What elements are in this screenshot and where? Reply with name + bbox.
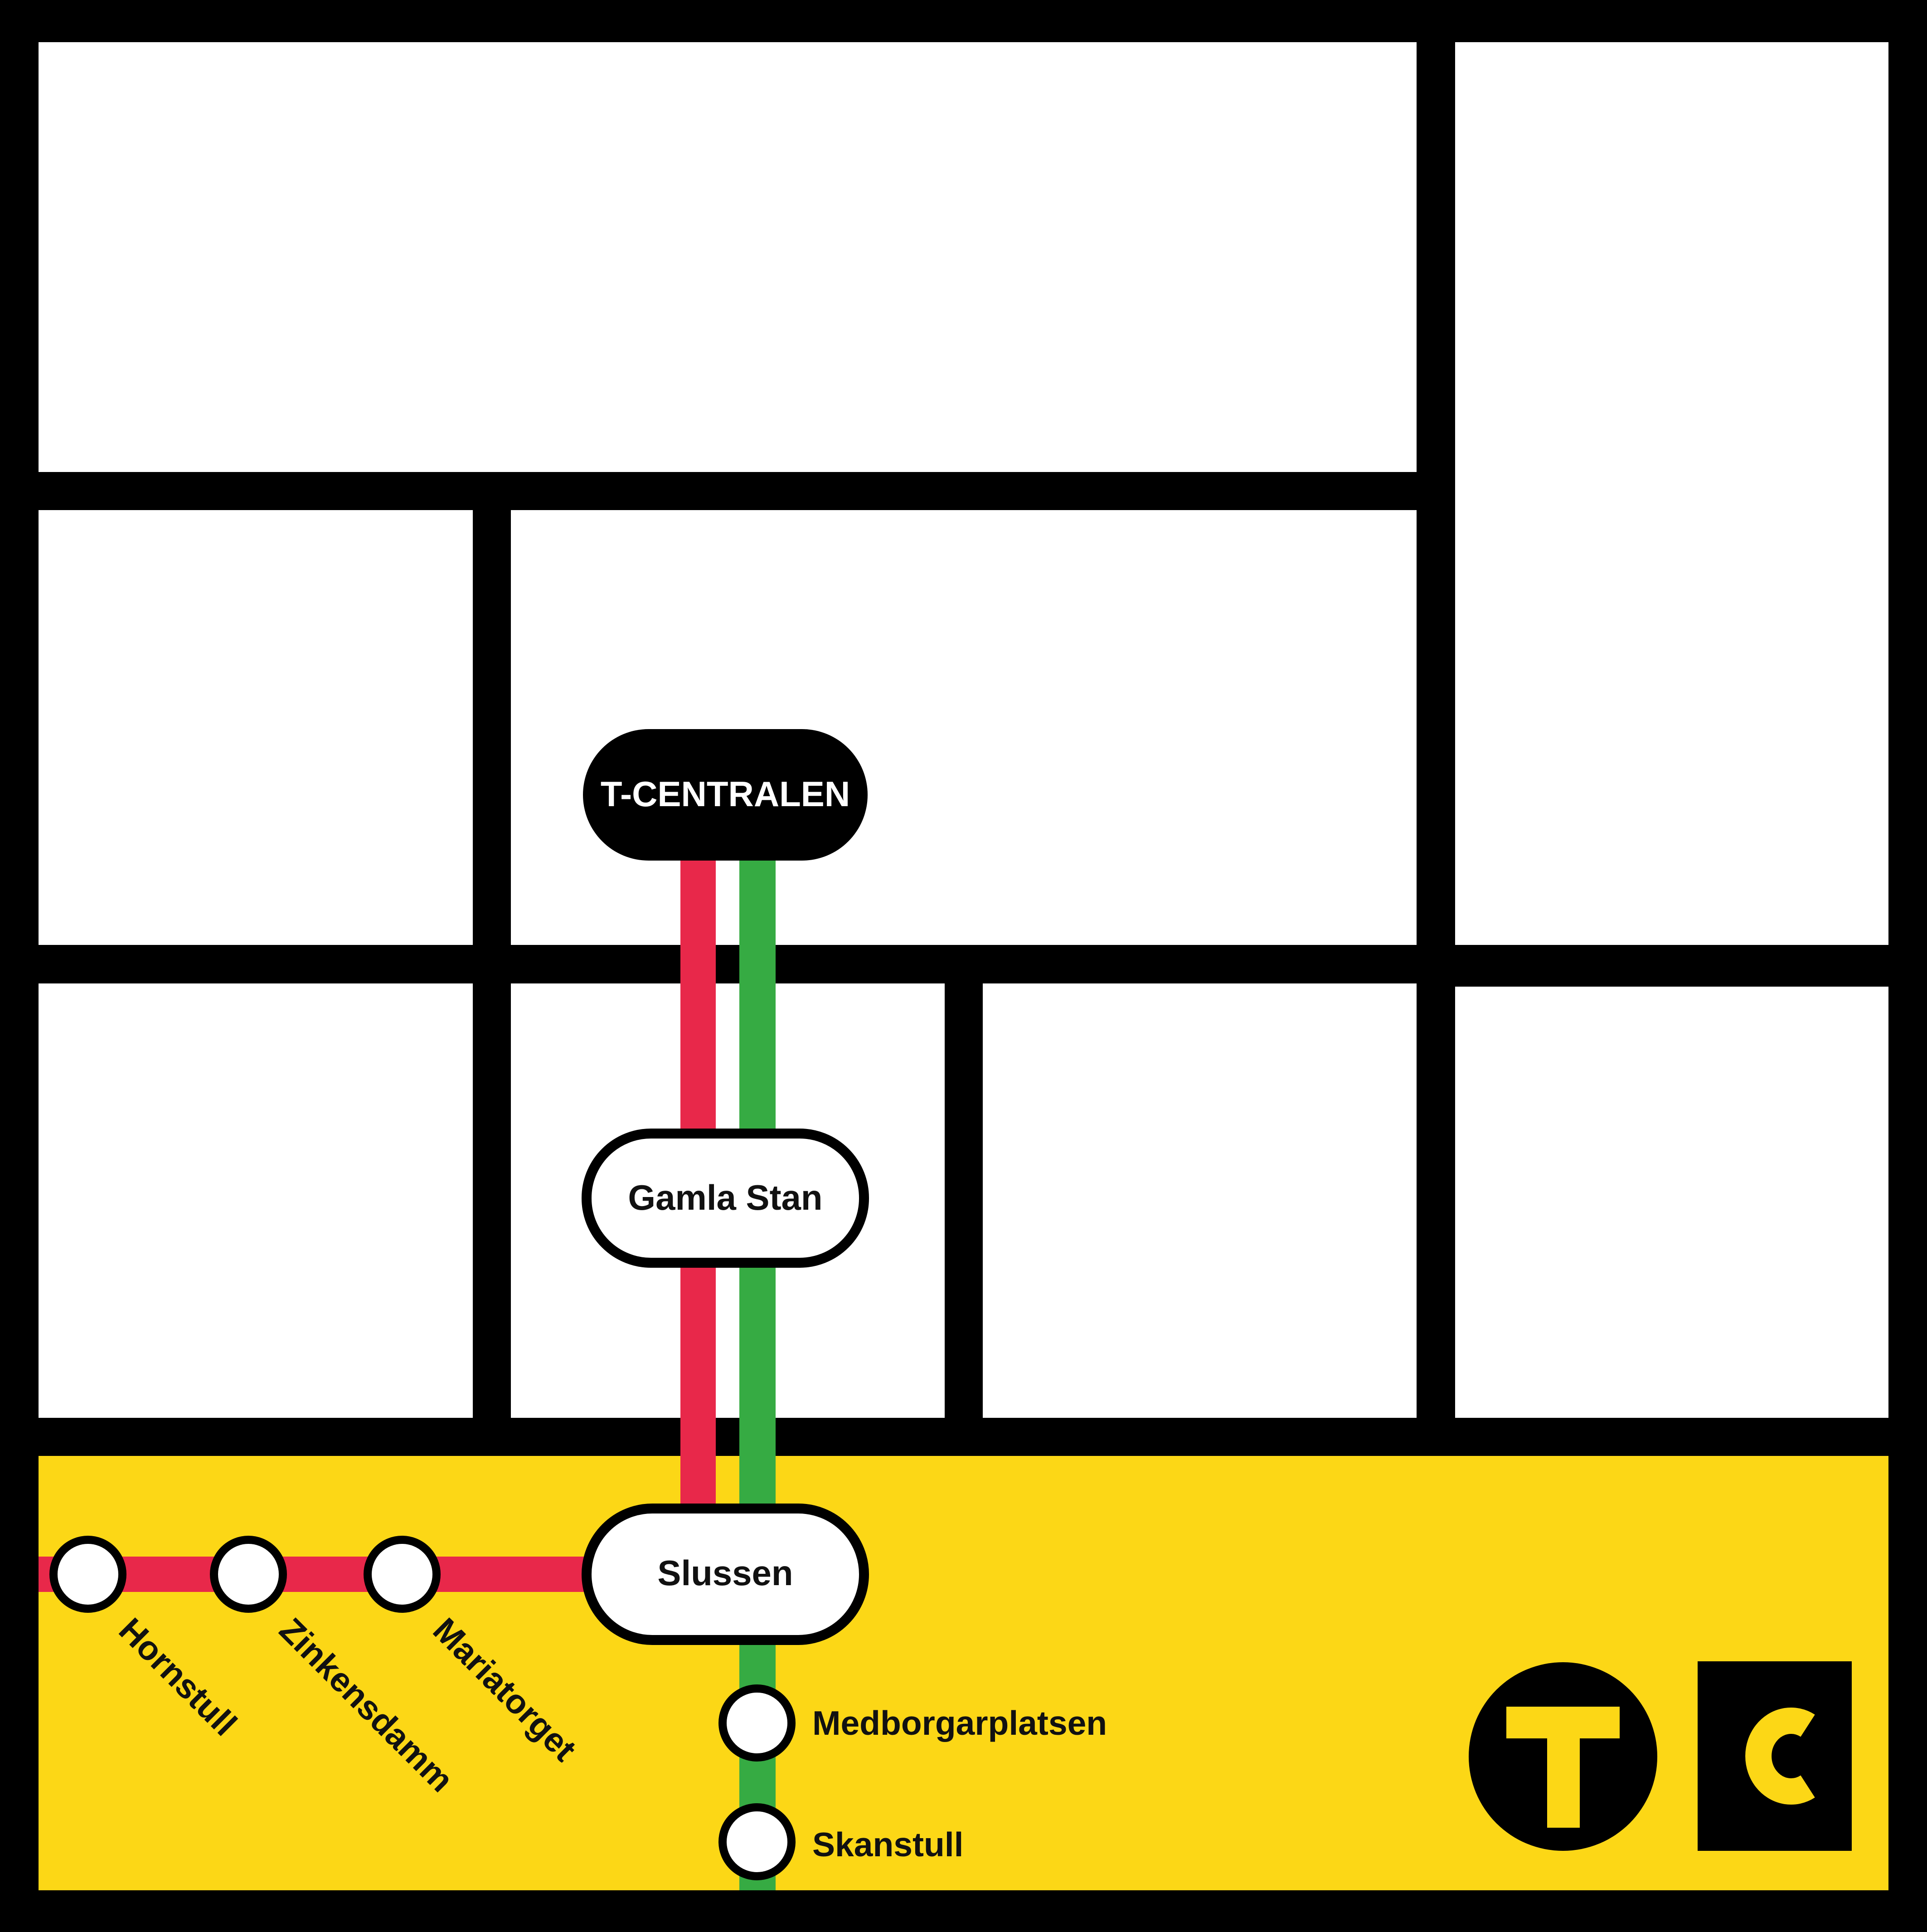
medborgarplatsen-label: Medborgarplatsen [812, 1704, 1107, 1742]
c-letter-icon [1745, 1708, 1815, 1805]
t-centralen-pill [583, 729, 868, 861]
t-centralen-label: T-CENTRALEN [601, 774, 850, 814]
city-blocks [39, 42, 1888, 1418]
mariatorget-dot [364, 1536, 441, 1613]
slussen-label: Slussen [657, 1553, 793, 1593]
hornstull-dot [49, 1536, 126, 1613]
zinkensdamm-dot [210, 1536, 287, 1613]
block-top-wide [39, 42, 1417, 472]
skanstull-label: Skanstull [812, 1825, 963, 1864]
skanstull-dot [718, 1803, 796, 1880]
slussen-pill [582, 1504, 869, 1645]
commuter-logo [1698, 1661, 1852, 1851]
block-low-right [1455, 987, 1888, 1418]
metro-logo [1469, 1662, 1657, 1851]
station-medborgarplatsen[interactable]: Medborgarplatsen [718, 1684, 1107, 1762]
station-gamla-stan[interactable]: Gamla Stan [582, 1129, 869, 1268]
block-mid-center [511, 510, 1417, 945]
block-low-mid [983, 983, 1417, 1418]
station-skanstull[interactable]: Skanstull [718, 1803, 963, 1880]
gamla-stan-pill [582, 1129, 869, 1268]
t-letter-stem [1547, 1707, 1580, 1828]
station-slussen[interactable]: Slussen [582, 1504, 869, 1645]
block-low-left [39, 983, 473, 1418]
block-top-right [1455, 42, 1888, 945]
gamla-stan-label: Gamla Stan [628, 1178, 822, 1217]
station-t-centralen[interactable]: T-CENTRALEN [583, 729, 868, 861]
medborgarplatsen-dot [718, 1684, 796, 1762]
block-mid-left [39, 510, 473, 945]
commuter-logo-square [1698, 1661, 1852, 1851]
t-letter-icon [1506, 1707, 1620, 1828]
